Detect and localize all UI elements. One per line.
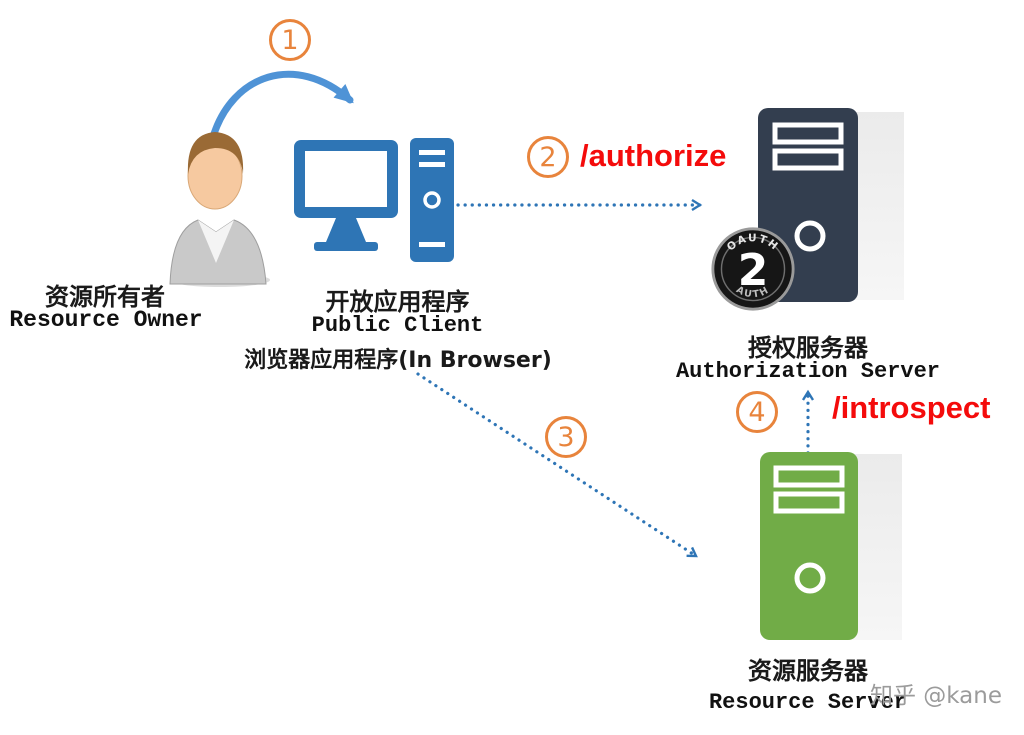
public-client-label-zh: 开放应用程序 — [325, 288, 470, 316]
authorization-server-label-zh: 授权服务器 — [748, 334, 868, 362]
person-hair — [187, 132, 244, 174]
badge-number-2: 2 — [738, 245, 769, 296]
badge-outer-ring — [711, 227, 795, 311]
auth-server-power-circle — [794, 220, 826, 252]
person-shirt — [198, 220, 234, 263]
oauth2-badge-icon: OAUTH AUTH 2 — [711, 227, 795, 311]
badge-arc-bottom-text: AUTH — [734, 284, 770, 300]
resource-owner-label-en: Resource Owner — [9, 307, 203, 333]
resource-server-slot-1 — [773, 465, 845, 488]
public-client-label-en: Public Client — [311, 313, 484, 338]
tower-power-circle — [423, 191, 441, 209]
step-badge-4: 4 — [736, 391, 778, 433]
tower-case — [410, 138, 454, 262]
arrow-step3-client-to-resourceserver — [416, 372, 698, 558]
monitor-screen — [305, 151, 387, 207]
resource-server-slot-2 — [773, 491, 845, 514]
watermark: 知乎 @kane — [869, 683, 1002, 709]
step-3-number: 3 — [557, 421, 575, 453]
tower-slot-3 — [419, 242, 445, 247]
badge-inner-ring — [720, 236, 786, 302]
resource-server-power-circle — [794, 562, 826, 594]
resource-owner-person-icon — [169, 132, 270, 287]
resource-server-icon — [760, 452, 858, 640]
resource-server-label-en: Resource Server — [708, 690, 908, 715]
step-2-number: 2 — [539, 141, 557, 173]
resource-server-label-zh: 资源服务器 — [748, 657, 868, 685]
tower-slot-1 — [419, 150, 445, 155]
auth-server-slot-2 — [772, 148, 844, 171]
step-badge-2: 2 — [527, 136, 569, 178]
resource-owner-label-zh: 资源所有者 — [45, 283, 165, 311]
step-4-number: 4 — [748, 396, 766, 428]
monitor-base — [314, 242, 378, 251]
step-1-number: 1 — [281, 24, 299, 56]
step-badge-1: 1 — [269, 19, 311, 61]
endpoint-authorize-label: /authorize — [580, 138, 727, 173]
endpoint-introspect-label: /introspect — [832, 390, 991, 425]
step-badge-3: 3 — [545, 416, 587, 458]
public-client-sublabel-zh: 浏览器应用程序(In Browser) — [244, 348, 552, 373]
authorization-server-label-en: Authorization Server — [675, 359, 941, 384]
auth-server-slot-1 — [772, 122, 844, 145]
client-computer-icon — [294, 138, 454, 262]
tower-slot-2 — [419, 162, 445, 167]
resource-server-case — [760, 452, 858, 640]
monitor-stand — [326, 218, 366, 242]
svg-text:AUTH: AUTH — [734, 284, 772, 300]
